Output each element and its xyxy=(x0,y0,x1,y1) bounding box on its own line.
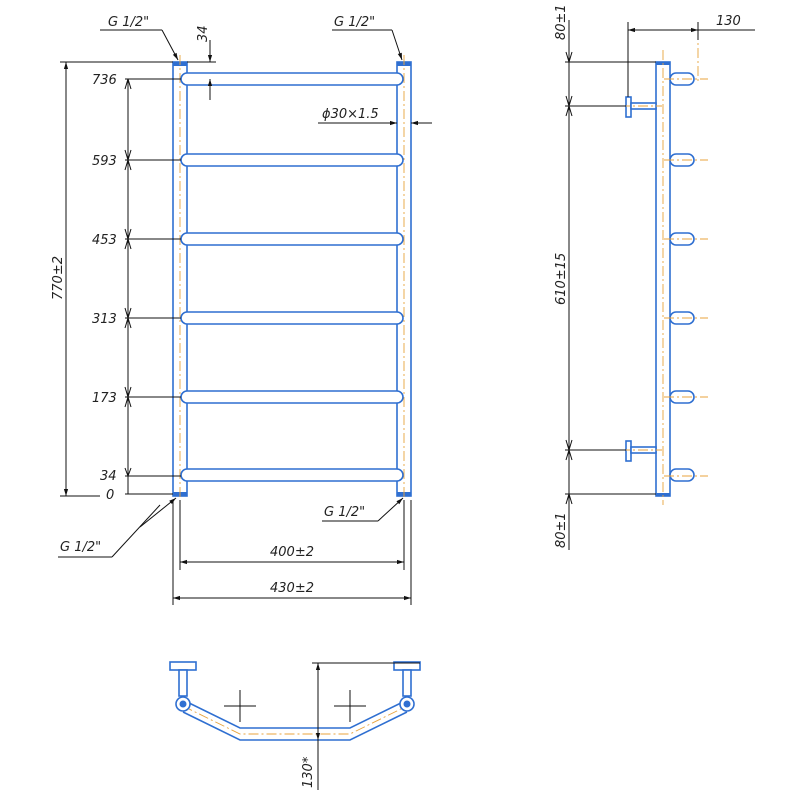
width-outer-label: 430±2 xyxy=(270,581,314,596)
rung-173 xyxy=(180,390,404,404)
thread-label-top-left: G 1/2" xyxy=(108,15,149,30)
level-label-593: 593 xyxy=(92,154,117,169)
height-total-label: 770±2 xyxy=(51,256,66,300)
rung-34 xyxy=(180,468,404,482)
side-top-offset-label: 80±1 xyxy=(554,4,569,40)
rung-736 xyxy=(180,72,404,86)
thread-label-top-right: G 1/2" xyxy=(334,15,375,30)
level-label-313: 313 xyxy=(92,312,117,327)
side-mount-spacing-label: 610±15 xyxy=(554,253,569,305)
top-offset-label: 34 xyxy=(196,25,211,42)
level-label-453: 453 xyxy=(92,233,117,248)
thread-label-bottom-right: G 1/2" xyxy=(324,505,365,520)
top-view: 130* xyxy=(169,661,421,790)
pipe-diameter-label: ϕ30×1.5 xyxy=(322,107,379,122)
front-view: 736 593 453 313 173 34 0 770±2 34 G 1/2"… xyxy=(51,15,432,605)
side-rung-stubs xyxy=(664,30,708,482)
thread-label-bottom-left: G 1/2" xyxy=(60,540,101,555)
side-bottom-offset-label: 80±1 xyxy=(554,512,569,548)
top-depth-label: 130* xyxy=(301,756,316,788)
width-inner-label: 400±2 xyxy=(270,545,314,560)
rung-453 xyxy=(180,232,404,246)
wall-brackets xyxy=(620,96,662,462)
rung-593 xyxy=(180,153,404,167)
side-depth-label: 130 xyxy=(716,14,741,29)
side-view: 130 80±1 610±15 80±1 xyxy=(554,4,755,550)
level-label-736: 736 xyxy=(92,73,117,88)
rung-313 xyxy=(180,311,404,325)
rungs xyxy=(180,72,404,482)
top-view-rail xyxy=(182,699,408,729)
level-label-173: 173 xyxy=(92,391,117,406)
level-label-34: 34 xyxy=(100,469,117,484)
level-label-0: 0 xyxy=(106,488,114,503)
